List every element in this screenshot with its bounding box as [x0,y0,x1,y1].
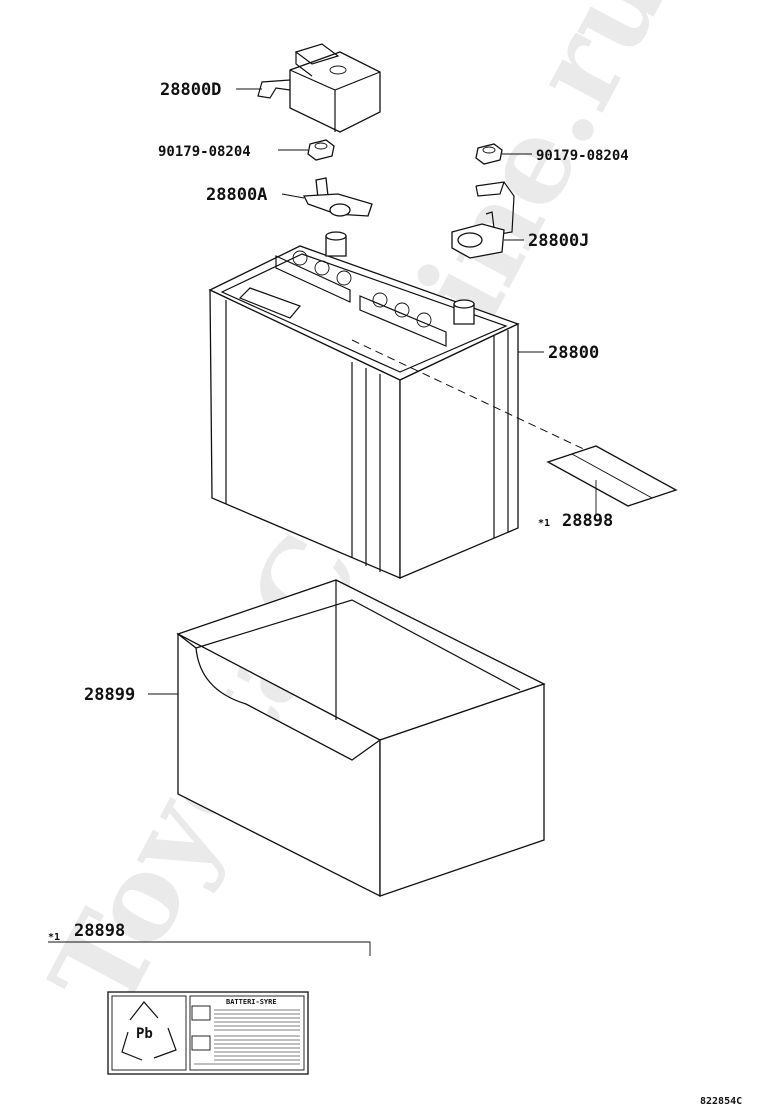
callout-label-star: *1 [538,518,550,529]
terminal-cover-part [257,43,381,133]
terminal-j-part [451,181,515,259]
callout-battery: 28800 [548,343,599,363]
label-panel-title: BATTERI-SYRE [226,998,277,1006]
callout-terminal-a: 28800A [206,185,267,205]
legend-part: 28898 [74,921,125,941]
recycle-symbol: Pb [136,1026,153,1042]
legend-star: *1 [48,932,60,943]
callout-tray: 28899 [84,685,135,705]
recycle-arrow-icon [129,1001,159,1021]
recycle-arrow-icon [153,1027,177,1059]
battery-tray-part [176,579,546,898]
battery-part [208,231,520,579]
callout-cover: 28800D [160,80,221,100]
label-leader-dashed [351,339,591,453]
diagram-code: 822854C [700,1096,742,1107]
label-fine-print [194,1009,300,1065]
nut-left-part [307,139,335,161]
recycle-arrow-icon [121,1031,143,1061]
nut-right-part [475,143,503,165]
legend-bracket [48,941,371,956]
callout-terminal-j: 28800J [528,231,589,251]
callout-label: 28898 [562,511,613,531]
warning-label-sheet [546,445,678,507]
callout-nut-left: 90179-08204 [158,144,251,160]
battery-label-illustration: Pb BATTERI-SYRE [107,991,309,1075]
callout-nut-right: 90179-08204 [536,148,629,164]
leader-terminal-a [281,193,305,199]
terminal-a-part [302,177,373,217]
